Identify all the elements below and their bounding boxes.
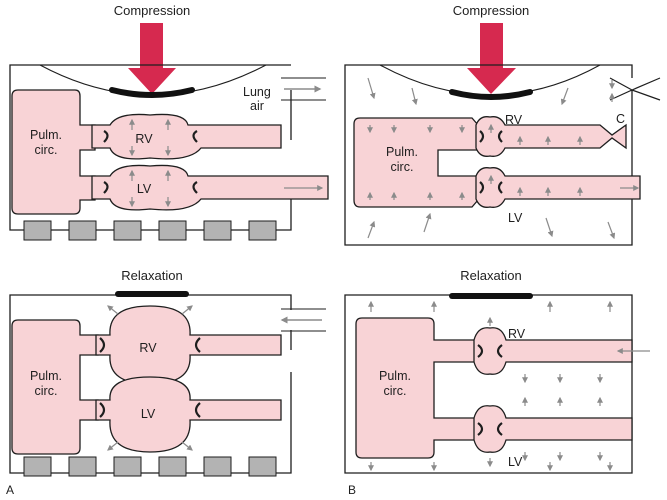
rv-label: RV [505, 113, 523, 127]
pulm-label-1: Pulm. [386, 145, 418, 159]
compression-title: Compression [453, 3, 530, 18]
panel-label-a: A [6, 483, 14, 497]
lv-vessel [475, 167, 641, 208]
lv-label: LV [508, 455, 523, 469]
rv-chamber [91, 113, 282, 160]
pulmonary-circulation [11, 89, 96, 215]
lv-vessel [473, 405, 633, 453]
rv-label: RV [139, 341, 157, 355]
lv-label: LV [141, 407, 156, 421]
pulm-label-2: circ. [384, 384, 407, 398]
rv-vessel [475, 116, 627, 157]
rv-vessel [473, 327, 633, 375]
pulm-label-1: Pulm. [379, 369, 411, 383]
pulmonary-circulation [355, 317, 477, 459]
relaxation-title: Relaxation [460, 268, 521, 283]
lv-label: LV [508, 211, 523, 225]
lv-label: LV [137, 182, 152, 196]
lv-chamber [91, 164, 329, 211]
pulmonary-circulation [11, 319, 99, 455]
lung-air-label-1: Lung [243, 85, 271, 99]
compression-arrow-icon [467, 23, 516, 94]
relaxation-title: Relaxation [121, 268, 182, 283]
pulm-label-2: circ. [35, 143, 58, 157]
spine-blocks [23, 456, 277, 477]
compression-title: Compression [114, 3, 191, 18]
pulmonary-circulation [353, 117, 479, 208]
pulm-label-1: Pulm. [30, 128, 62, 142]
rv-label: RV [135, 132, 153, 146]
c-label: C [616, 112, 625, 126]
lv-chamber [95, 376, 282, 453]
sternum-plate [449, 89, 533, 100]
rv-label: RV [508, 327, 526, 341]
lung-air-label-2: air [250, 99, 264, 113]
panel-a-compression: Compression Lung air RV LV Pulm. circ. [9, 3, 329, 241]
pulm-label-2: circ. [391, 160, 414, 174]
panel-label-b: B [348, 483, 356, 497]
pulm-label-1: Pulm. [30, 369, 62, 383]
rv-chamber [95, 305, 282, 385]
pulm-label-2: circ. [35, 384, 58, 398]
spine-blocks [23, 220, 277, 241]
panel-a-relaxation: Relaxation RV LV Pulm. circ. [9, 268, 326, 477]
compression-arrow-icon [128, 23, 176, 94]
sternum-plate [109, 87, 195, 98]
panel-b-compression: Compression C RV LV Pulm. circ. [344, 3, 661, 246]
panel-b-relaxation: Relaxation RV LV Pulm. circ. [344, 268, 650, 474]
